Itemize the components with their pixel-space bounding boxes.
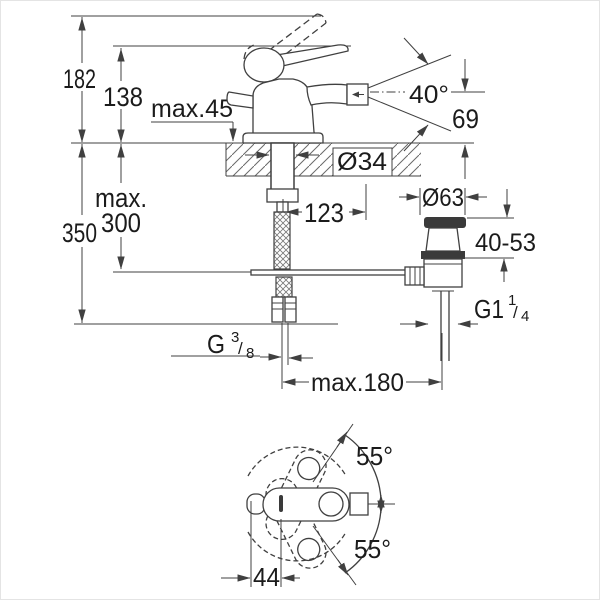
dimension-o63: Ø63 [399,184,487,215]
dim-max-label: max. [95,183,147,213]
dim-o63-label: Ø63 [422,184,464,212]
dimension-138-max300: 138 max. 300 [95,48,147,270]
top-view: 55° 55° 44 [221,423,395,592]
spout-arm [306,83,348,106]
g114-sup: 1 [508,292,516,309]
popup-rod [250,269,408,276]
dim-123-label: 123 [304,198,344,228]
dim-182-label: 182 [63,64,96,94]
o34-label-box [332,147,393,177]
g114-sub: 4 [521,308,529,325]
dimension-69: 69 [452,59,479,179]
under-deck-assembly [250,142,408,389]
dimension-182-350: 182 350 [62,17,97,323]
dimension-40-53: 40-53 [463,189,536,282]
dim-max45-label: max.45 [151,95,233,123]
dim-o34-label: Ø34 [337,148,387,176]
dimension-g3-8: G 3 / 8 [171,329,313,362]
waste-flange [424,217,466,228]
dim-138-label: 138 [103,82,143,112]
dim-55-upper-label: 55° [356,441,393,471]
handle-boss [243,47,285,83]
g38-slash: / [238,339,243,358]
popup-rod-knob [226,91,254,109]
dimension-123: 123 [282,184,367,228]
dimension-g1-1-4: G1 1 / 4 [400,292,529,328]
outlet-top [349,492,369,516]
dim-40deg-label: 40° [409,81,449,109]
popup-knob-top [246,493,266,515]
g114-base: G1 [474,294,504,324]
dimension-44: 44 [221,501,300,592]
lever-hole [318,491,344,517]
dim-max180-label: max.180 [311,369,404,397]
swing-angle-55: 55° 55° [312,423,393,586]
dim-44-label: 44 [253,562,280,592]
side-view: 182 350 138 max. 300 max.45 Ø34 [62,13,536,397]
g114-slash: / [513,303,518,322]
popup-waste [404,217,466,361]
dimension-max180: max.180 [282,333,443,397]
base-plinth [242,132,324,144]
waste-body [423,258,463,288]
g38-base: G [207,329,225,359]
dim-350-label: 350 [62,218,97,248]
dim-69-label: 69 [452,104,479,134]
g38-sub: 8 [246,345,254,362]
dim-300-label: 300 [101,208,141,238]
extension-lines [71,15,474,325]
dim-55-lower-label: 55° [354,534,391,564]
spray-angle-40: 40° [367,37,485,152]
deck-section: Ø34 [225,142,421,177]
dim-40-53-label: 40-53 [475,229,536,257]
faucet-body [226,13,369,144]
dimension-max45: max.45 [151,95,237,142]
g38-sup: 3 [231,329,239,346]
